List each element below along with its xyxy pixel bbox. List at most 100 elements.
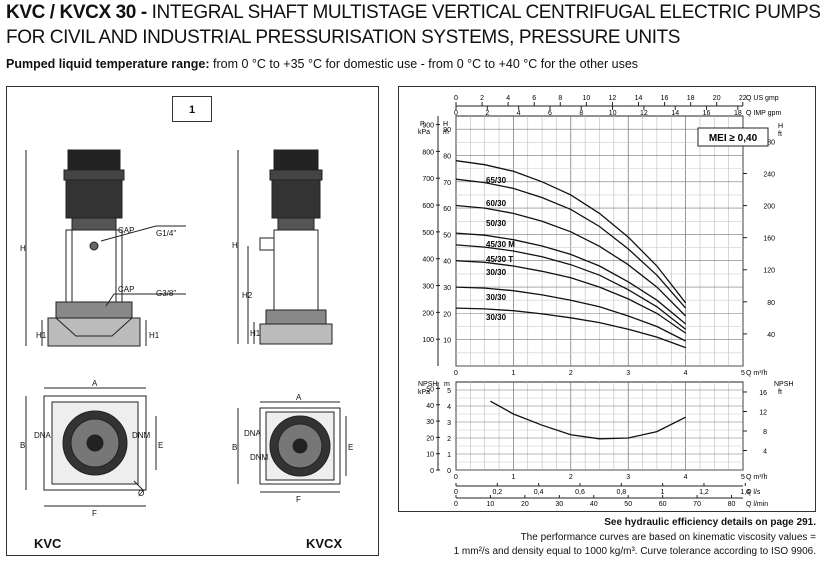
q-ls-tick-label: 1,4 [740, 489, 750, 496]
q-lmin-tick-label: 0 [454, 501, 458, 508]
m-tick-label: 20 [443, 311, 451, 318]
ft-tick-label: 240 [763, 171, 775, 178]
pump-curve [455, 244, 686, 330]
dim-e-kvcx: E [348, 443, 353, 452]
drawing-panel [6, 86, 379, 556]
pump-curve [455, 204, 687, 317]
kpa-tick-label: 700 [422, 176, 434, 183]
kvcx-top-view [237, 401, 347, 493]
temperature-range: Pumped liquid temperature range: from 0 … [6, 57, 639, 71]
kpa-tick-label: 300 [422, 284, 434, 291]
npsh-kpa-tick-label: 50 [426, 386, 434, 393]
q-main-tick-label: 5 [741, 370, 745, 377]
us-gpm-tick-label: 12 [609, 95, 617, 102]
dim-a-kvc: A [92, 379, 98, 388]
dim-f-kvcx: F [296, 495, 301, 504]
pump-curve [455, 232, 687, 325]
npsh-ft-tick-label: 16 [759, 390, 767, 397]
title-line1: INTEGRAL SHAFT MULTISTAGE VERTICAL CENTR… [151, 2, 820, 23]
page-title: KVC / KVCX 30 - INTEGRAL SHAFT MULTISTAG… [6, 2, 820, 23]
q-m3h-tick-label: 1 [511, 474, 515, 481]
dim-h1-kvcx: H1 [250, 329, 261, 338]
drawing-number: 1 [172, 96, 212, 122]
us-gpm-tick-label: 10 [582, 95, 590, 102]
dim-h-kvc: H [20, 244, 26, 253]
pump-curve-label: 30/30 [486, 293, 507, 302]
npsh-axis-label: NPSH [418, 381, 437, 388]
q-main-tick-label: 1 [511, 370, 515, 377]
kpa-tick-label: 500 [422, 230, 434, 237]
npsh-kpa-unit: kPa [418, 389, 430, 396]
dim-e-kvc: E [158, 441, 163, 450]
pump-curve [455, 286, 686, 342]
dim-h1-kvc-right: H1 [149, 331, 160, 340]
pump-curve [455, 307, 686, 349]
imp-gpm-tick-label: 0 [454, 110, 458, 117]
m-tick-label: 40 [443, 259, 451, 266]
us-gpm-tick-label: 4 [506, 95, 510, 102]
kvc-top-view [25, 387, 157, 507]
m-tick-label: 10 [443, 338, 451, 345]
npsh-m-tick-label: 4 [447, 404, 451, 411]
npsh-kpa-tick-label: 20 [426, 435, 434, 442]
q-m3h-tick-label: 4 [684, 474, 688, 481]
imp-gpm-tick-label: 14 [671, 110, 679, 117]
m-tick-label: 50 [443, 232, 451, 239]
q-ls-tick-label: 0,4 [534, 489, 544, 496]
dim-phi-kvc: Ø [138, 489, 144, 498]
npsh-ft-tick-label: 8 [763, 429, 767, 436]
imp-gpm-tick-label: 16 [703, 110, 711, 117]
q-lmin-tick-label: 30 [555, 501, 563, 508]
us-gpm-tick-label: 6 [532, 95, 536, 102]
ft-tick-label: 280 [763, 139, 775, 146]
pump-curve-label: 45/30 T [486, 255, 513, 264]
npsh-kpa-tick-label: 0 [430, 468, 434, 475]
q-lmin-tick-label: 40 [590, 501, 598, 508]
npsh-m-tick-label: 3 [447, 420, 451, 427]
q-m3h-tick-label: 5 [741, 474, 745, 481]
kpa-tick-label: 400 [422, 257, 434, 264]
npsh-m-tick-label: 2 [447, 436, 451, 443]
curve-note-line3: 1 mm²/s and density equal to 1000 kg/m³.… [453, 546, 816, 557]
mei-label: MEI ≥ 0,40 [709, 133, 758, 144]
imp-gpm-tick-label: 12 [640, 110, 648, 117]
kpa-tick-label: 200 [422, 310, 434, 317]
m-tick-label: 90 [443, 127, 451, 134]
us-gpm-tick-label: 20 [713, 95, 721, 102]
us-gpm-tick-label: 18 [687, 95, 695, 102]
dim-a-kvcx: A [296, 393, 302, 402]
label-kvc: KVC [34, 536, 62, 551]
pump-curve-label: 30/30 [486, 268, 507, 277]
npsh-m-tick-label: 1 [447, 452, 451, 459]
q-lmin-tick-label: 80 [728, 501, 736, 508]
cap-label-1: CAP [118, 226, 134, 235]
pump-curve-label: 60/30 [486, 199, 507, 208]
m-tick-label: 60 [443, 206, 451, 213]
imp-gpm-tick-label: 4 [517, 110, 521, 117]
q-ls-tick-label: 0,8 [616, 489, 626, 496]
dim-h-kvcx: H [232, 241, 238, 250]
dim-f-kvc: F [92, 509, 97, 518]
q-lmin-tick-label: 60 [659, 501, 667, 508]
npsh-kpa-tick-label: 30 [426, 419, 434, 426]
npsh-m-unit: m [444, 381, 450, 388]
q-m3h-tick-label: 0 [454, 474, 458, 481]
m-tick-label: 80 [443, 153, 451, 160]
npsh-m-tick-label: 5 [447, 388, 451, 395]
us-gpm-tick-label: 14 [635, 95, 643, 102]
npsh-m-tick-label: 0 [447, 468, 451, 475]
npsh-ft-axis-label: NPSH [774, 381, 793, 388]
q-lmin-axis-label: Q l/min [746, 501, 768, 508]
imp-gpm-axis-label: Q IMP gpm [746, 110, 781, 117]
pump-curve-label: 45/30 M [486, 240, 515, 249]
us-gpm-tick-label: 8 [558, 95, 562, 102]
chart-panel [398, 86, 816, 512]
q-ls-tick-label: 0,2 [492, 489, 502, 496]
dim-dnm-kvc: DNM [132, 431, 151, 440]
dim-dnm-kvcx: DNM [250, 453, 269, 462]
ft-axis-unit: ft [778, 131, 782, 138]
m-axis-unit: m [443, 129, 449, 136]
npsh-ft-unit: ft [778, 389, 782, 396]
npsh-ft-tick-label: 4 [763, 448, 767, 455]
imp-gpm-tick-label: 10 [609, 110, 617, 117]
